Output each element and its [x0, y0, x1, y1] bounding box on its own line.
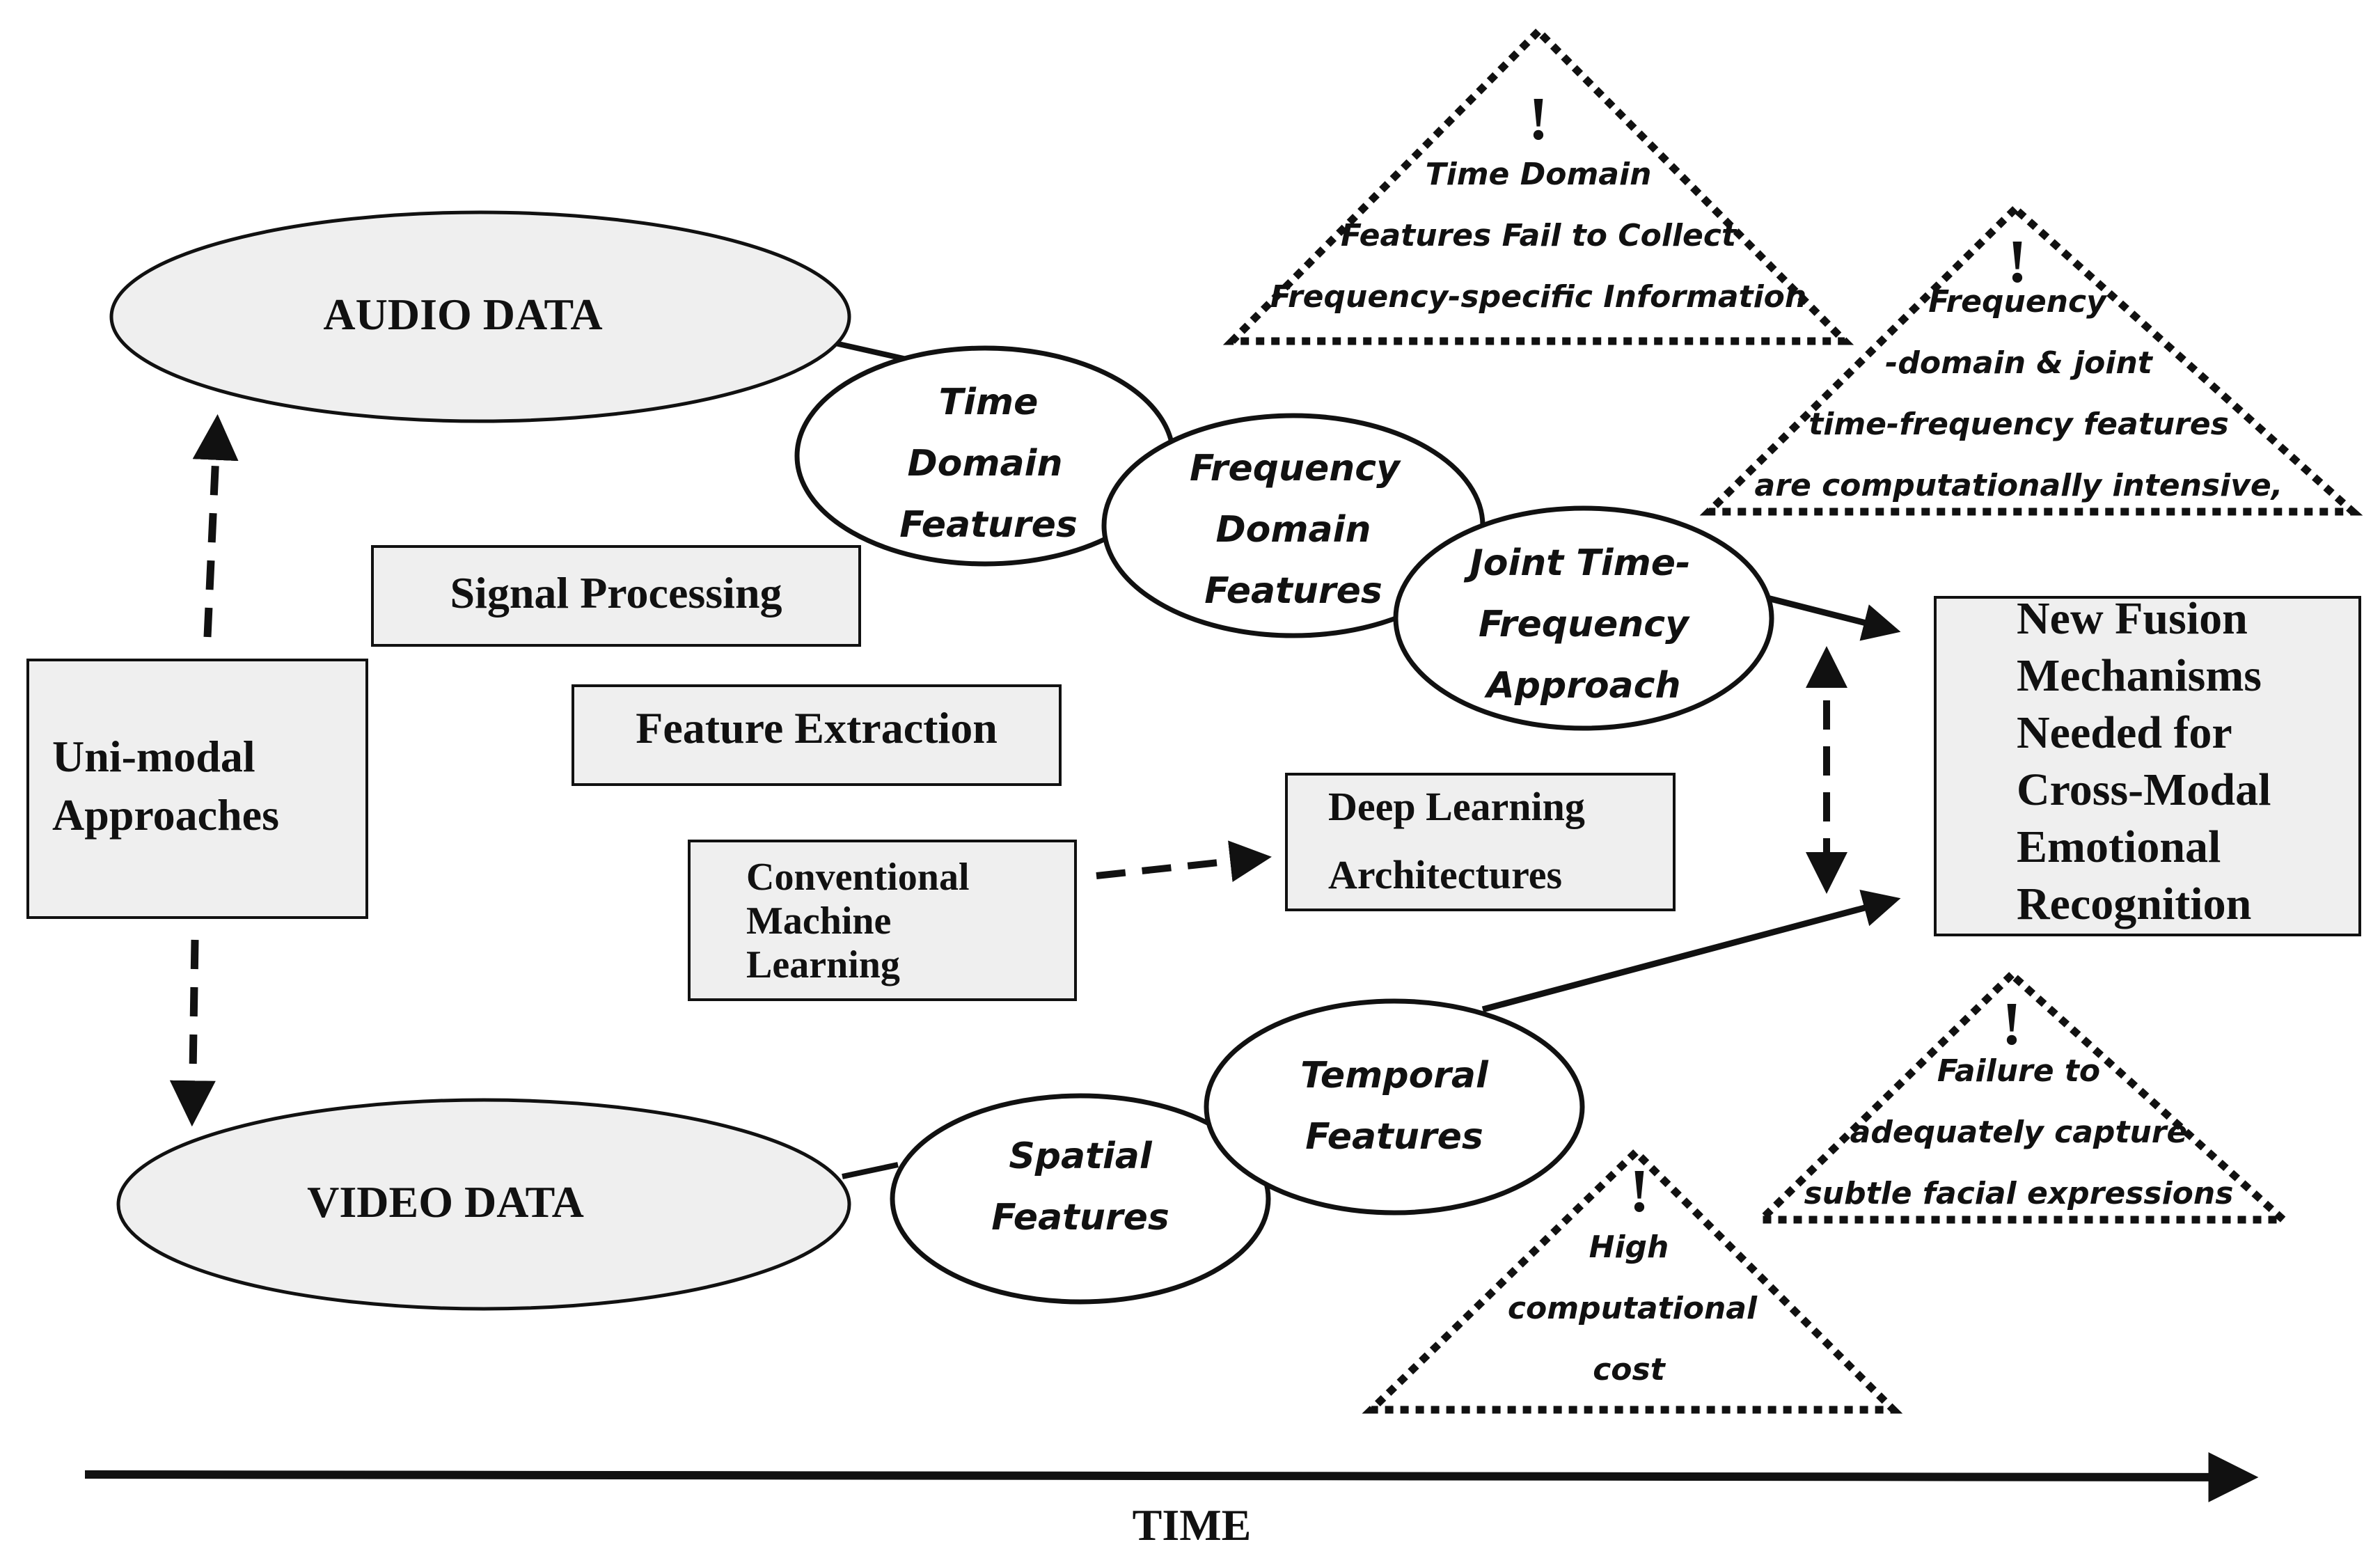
warning-4-line-2: computational — [1508, 1291, 1758, 1326]
video-data-ellipse — [116, 1098, 851, 1311]
fusion-line-1: New Fusion — [2017, 593, 2248, 644]
deep-learning-line-2: Architectures — [1328, 852, 1562, 897]
time-domain-line-1: Time — [939, 382, 1039, 423]
deep-learning-box: Deep Learning Architectures — [1285, 773, 1676, 911]
audio-data-node: AUDIO DATA — [109, 210, 851, 423]
warning-1-line-1: Time Domain — [1426, 157, 1652, 192]
joint-line-2: Frequency — [1479, 604, 1690, 645]
video-data-node: VIDEO DATA — [116, 1098, 851, 1311]
fusion-line-4: Cross-Modal — [2017, 764, 2271, 815]
uni-modal-to-video-arrow — [169, 939, 216, 1127]
spatial-line-1: Spatial — [1009, 1135, 1153, 1177]
time-axis-label: TIME — [1133, 1500, 1252, 1550]
spatial-ellipse — [890, 1093, 1271, 1305]
uni-modal-approaches-box: Uni-modal Approaches — [26, 659, 368, 919]
warning-3-line-3: subtle facial expressions — [1804, 1176, 2234, 1211]
temporal-ellipse — [1204, 998, 1585, 1216]
warning-2-line-4: are computationally intensive, — [1755, 468, 2283, 503]
fusion-line-6: Recognition — [2017, 879, 2251, 929]
warning-1-line-3: Frequency-specific Information — [1270, 279, 1806, 315]
frequency-domain-line-1: Frequency — [1190, 448, 1401, 489]
feature-extraction-rect — [572, 684, 1062, 786]
feature-extraction-label: Feature Extraction — [636, 703, 998, 753]
deep-learning-rect — [1285, 773, 1676, 911]
warning-2-line-3: time-frequency features — [1808, 407, 2229, 442]
uni-modal-label-line-2: Approaches — [52, 790, 279, 840]
audio-data-label: AUDIO DATA — [323, 290, 602, 339]
temporal-line-1: Temporal — [1300, 1055, 1489, 1096]
time-axis-arrow — [84, 1452, 2259, 1502]
fusion-mechanisms-box: New Fusion Mechanisms Needed for Cross-M… — [1934, 593, 2361, 936]
warning-icon: ! — [2007, 228, 2027, 296]
warning-triangle-1 — [1222, 26, 1854, 345]
fusion-line-3: Needed for — [2017, 707, 2232, 758]
frequency-domain-line-2: Domain — [1215, 509, 1371, 551]
time-domain-line-2: Domain — [907, 443, 1062, 485]
warning-2-line-1: Frequency — [1928, 284, 2108, 320]
spatial-features-node: Spatial Features — [890, 1093, 1271, 1305]
joint-line-3: Approach — [1484, 665, 1681, 707]
spatial-line-2: Features — [991, 1197, 1169, 1238]
video-data-label: VIDEO DATA — [307, 1177, 584, 1227]
ml-to-deep-learning-arrow — [1096, 840, 1272, 882]
deep-learning-line-1: Deep Learning — [1328, 784, 1585, 829]
fusion-line-2: Mechanisms — [2017, 650, 2262, 701]
warning-icon: ! — [1629, 1158, 1649, 1225]
warning-icon: ! — [2001, 991, 2022, 1058]
warning-triangle-4 — [1362, 1147, 1903, 1414]
conventional-ml-line-3: Learning — [746, 943, 900, 986]
warning-4-line-1: High — [1589, 1229, 1669, 1265]
warning-2-line-2: -domain & joint — [1885, 345, 2154, 381]
uni-modal-to-audio-arrow — [192, 414, 239, 638]
temporal-line-2: Features — [1305, 1116, 1483, 1158]
video-connector-line — [842, 1162, 899, 1179]
joint-time-frequency-node: Joint Time- Frequency Approach — [1393, 505, 1774, 731]
facial-expression-limitation-warning: ! Failure to adequately capture subtle f… — [1751, 969, 2294, 1224]
temporal-features-node: Temporal Features — [1204, 998, 1585, 1216]
conventional-ml-box: Conventional Machine Learning — [688, 840, 1077, 1001]
warning-4-line-3: cost — [1593, 1352, 1666, 1387]
frequency-domain-line-3: Features — [1204, 570, 1382, 612]
conventional-ml-line-1: Conventional — [746, 856, 970, 899]
time-domain-line-3: Features — [899, 504, 1078, 546]
frequency-domain-features-node: Frequency Domain Features — [1101, 413, 1485, 638]
frequency-limitation-warning: ! Frequency -domain & joint time-frequen… — [1699, 203, 2363, 516]
warning-3-line-1: Failure to — [1937, 1053, 2100, 1089]
warning-icon: ! — [1528, 86, 1548, 153]
signal-processing-label: Signal Processing — [450, 568, 782, 618]
joint-time-frequency-ellipse — [1393, 505, 1774, 731]
signal-processing-box: Signal Processing — [371, 545, 861, 647]
fusion-mechanisms-rect — [1934, 596, 2361, 936]
conventional-ml-rect — [688, 840, 1077, 1001]
warning-triangle-3 — [1751, 969, 2294, 1224]
time-domain-features-node: Time Domain Features — [794, 345, 1176, 567]
uni-modal-label-line-1: Uni-modal — [52, 732, 255, 781]
warning-triangle-2 — [1699, 203, 2363, 516]
temporal-to-fusion-arrow — [1481, 890, 1901, 1013]
time-domain-limitation-warning: ! Time Domain Features Fail to Collect F… — [1222, 26, 1854, 345]
feature-extraction-box: Feature Extraction — [572, 684, 1062, 786]
conventional-ml-line-2: Machine — [746, 899, 891, 943]
computational-cost-warning: ! High computational cost — [1362, 1147, 1903, 1414]
signal-processing-rect — [371, 545, 861, 647]
warning-3-line-2: adequately capture — [1850, 1115, 2188, 1150]
uni-modal-rect — [26, 659, 368, 919]
joint-line-1: Joint Time- — [1463, 542, 1690, 584]
fusion-line-5: Emotional — [2017, 821, 2221, 872]
joint-to-fusion-arrow — [1763, 594, 1901, 641]
audio-data-ellipse — [109, 210, 851, 423]
warning-1-line-2: Features Fail to Collect — [1341, 218, 1737, 253]
